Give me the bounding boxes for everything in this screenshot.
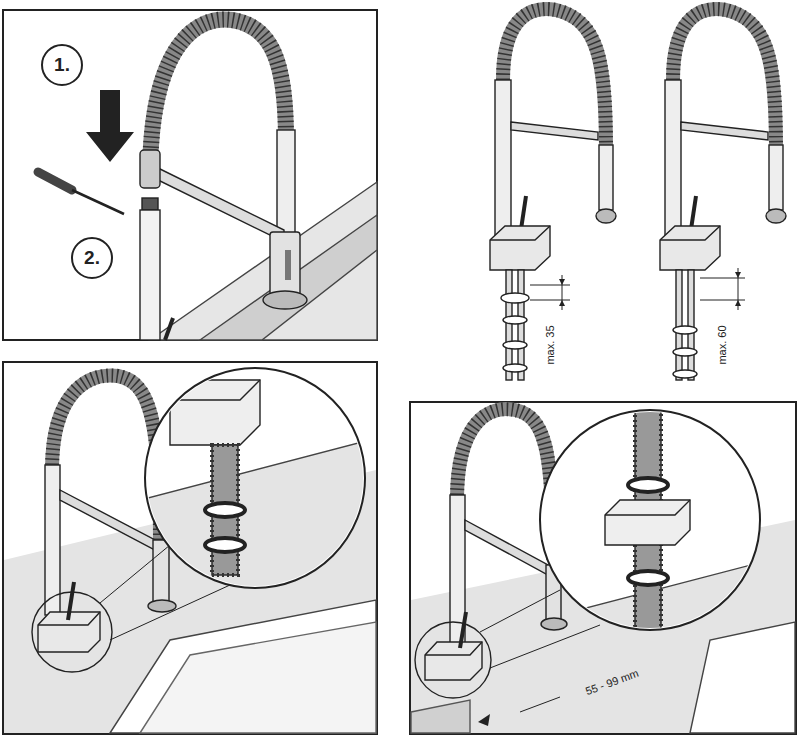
step-number-text: 2. [84, 247, 100, 269]
panel-frame [410, 402, 796, 734]
leader-line [520, 697, 560, 712]
spring [150, 19, 286, 178]
step-number: 2. [70, 236, 114, 280]
down-arrow [86, 90, 134, 162]
detail-marker [32, 592, 112, 672]
screwdriver [38, 172, 72, 190]
step-number-text: 1. [54, 54, 70, 76]
detail-marker [415, 622, 491, 698]
hose-pipe [140, 210, 160, 340]
panel-frame [3, 10, 377, 340]
dimension-label: max. 60 [716, 325, 728, 364]
faucet-variant-a [490, 9, 616, 380]
faucet-variant-b [660, 9, 786, 380]
dimension-label: max. 35 [544, 325, 556, 364]
step-number: 1. [40, 43, 84, 87]
spray-head [140, 150, 160, 188]
panel-frame [3, 362, 377, 734]
